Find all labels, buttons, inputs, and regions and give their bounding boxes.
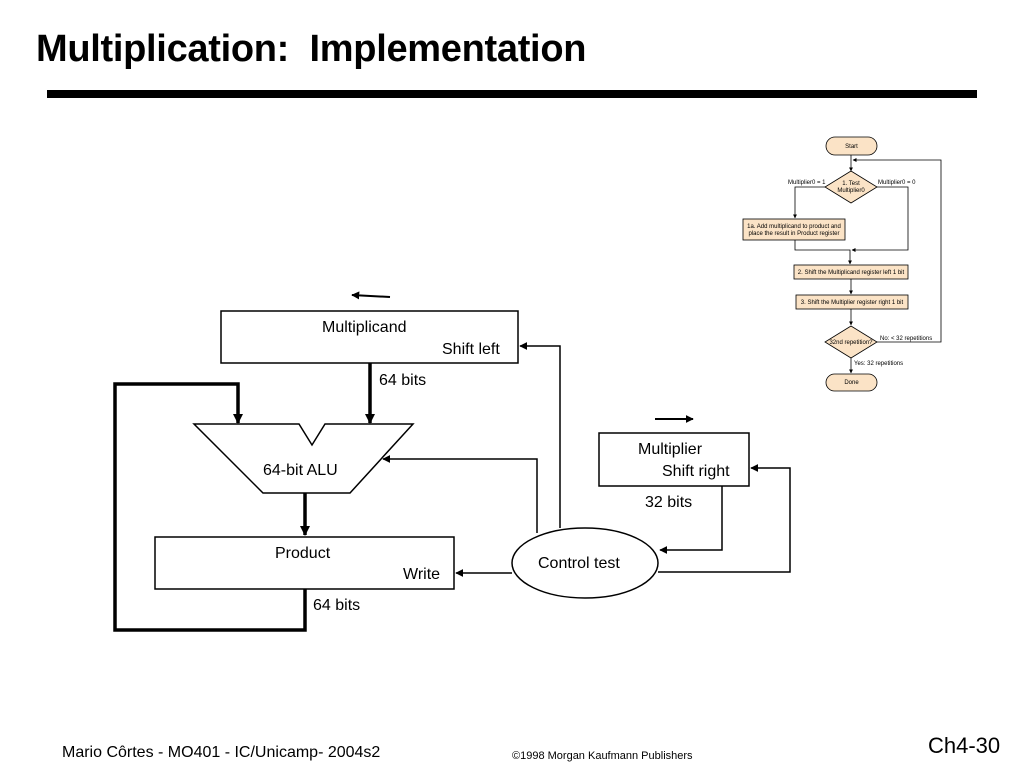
flow-done-label: Done	[844, 380, 859, 386]
shift-left-indicator-arrow	[351, 291, 391, 300]
flow-test-label-1: 1. Test	[842, 181, 860, 187]
flow-repeat-label: 32nd repetition?	[829, 340, 873, 346]
flow-step-1a-line1: 1a. Add multiplicand to product and	[747, 224, 841, 230]
flow-branch-zero-label: Multiplier0 = 0	[878, 180, 916, 186]
control-to-alu-arrow	[382, 455, 538, 533]
product-write-label: Write	[403, 566, 440, 583]
alu: 64-bit ALU	[192, 423, 415, 494]
control-test-label: Control test	[538, 555, 620, 572]
multiplier-width-label: 32 bits	[645, 494, 692, 511]
multiplicand-register: Multiplicand Shift left	[220, 310, 519, 364]
multiplicand-shift-left-label: Shift left	[442, 341, 500, 358]
alu-label: 64-bit ALU	[263, 462, 338, 479]
flow-start-label: Start	[845, 144, 858, 150]
title-rule	[47, 90, 977, 98]
flow-repeat-no-arrow	[852, 158, 942, 343]
flow-step-3	[795, 294, 909, 310]
control-test-unit: Control test	[511, 527, 659, 599]
control-to-multiplier-arrow	[658, 464, 791, 573]
control-to-multiplicand-arrow	[519, 342, 561, 528]
flow-repeat-yes-label: Yes: 32 repetitions	[854, 361, 903, 367]
flow-step-3-label: 3. Shift the Multiplier register right 1…	[801, 300, 904, 306]
multiplier-register: Multiplier Shift right	[598, 432, 750, 487]
page-number: Ch4-30	[928, 733, 1001, 758]
product-width-label: 64 bits	[313, 597, 360, 614]
flow-step-2-label: 2. Shift the Multiplicand register left …	[798, 270, 905, 276]
flow-step-1a	[742, 218, 846, 241]
flow-branch-one-label: Multiplier0 = 1	[788, 180, 826, 186]
flow-start-node	[825, 136, 878, 156]
multiplier-to-control-arrow	[659, 486, 723, 554]
flow-done-node	[825, 373, 878, 392]
flow-repeat-no-label: No: < 32 repetitions	[880, 336, 932, 342]
multiplier-shift-right-label: Shift right	[662, 463, 730, 480]
flow-test-diamond	[824, 170, 878, 204]
footer-author: Mario Côrtes - MO401 - IC/Unicamp- 2004s…	[62, 744, 381, 761]
product-label: Product	[275, 545, 331, 562]
slide-title: Multiplication: Implementation	[36, 28, 587, 70]
multiplicand-label: Multiplicand	[322, 319, 406, 336]
multiplicand-width-label: 64 bits	[379, 372, 426, 389]
algorithm-flowchart: Start 1. Test Multiplier0 Multiplier0 = …	[742, 136, 942, 392]
multiplier-label: Multiplier	[638, 441, 703, 458]
flow-step-1a-arrow	[794, 240, 852, 265]
flow-step-1a-line2: place the result in Product register	[748, 231, 839, 237]
flow-branch-zero-arrow	[851, 186, 909, 252]
flow-test-label-2: Multiplier0	[837, 188, 865, 194]
product-register: Product Write	[154, 536, 455, 590]
product-feedback-arrow	[113, 382, 307, 632]
footer-copyright: ©1998 Morgan Kaufmann Publishers	[512, 750, 693, 762]
flow-branch-one-arrow	[793, 186, 825, 219]
